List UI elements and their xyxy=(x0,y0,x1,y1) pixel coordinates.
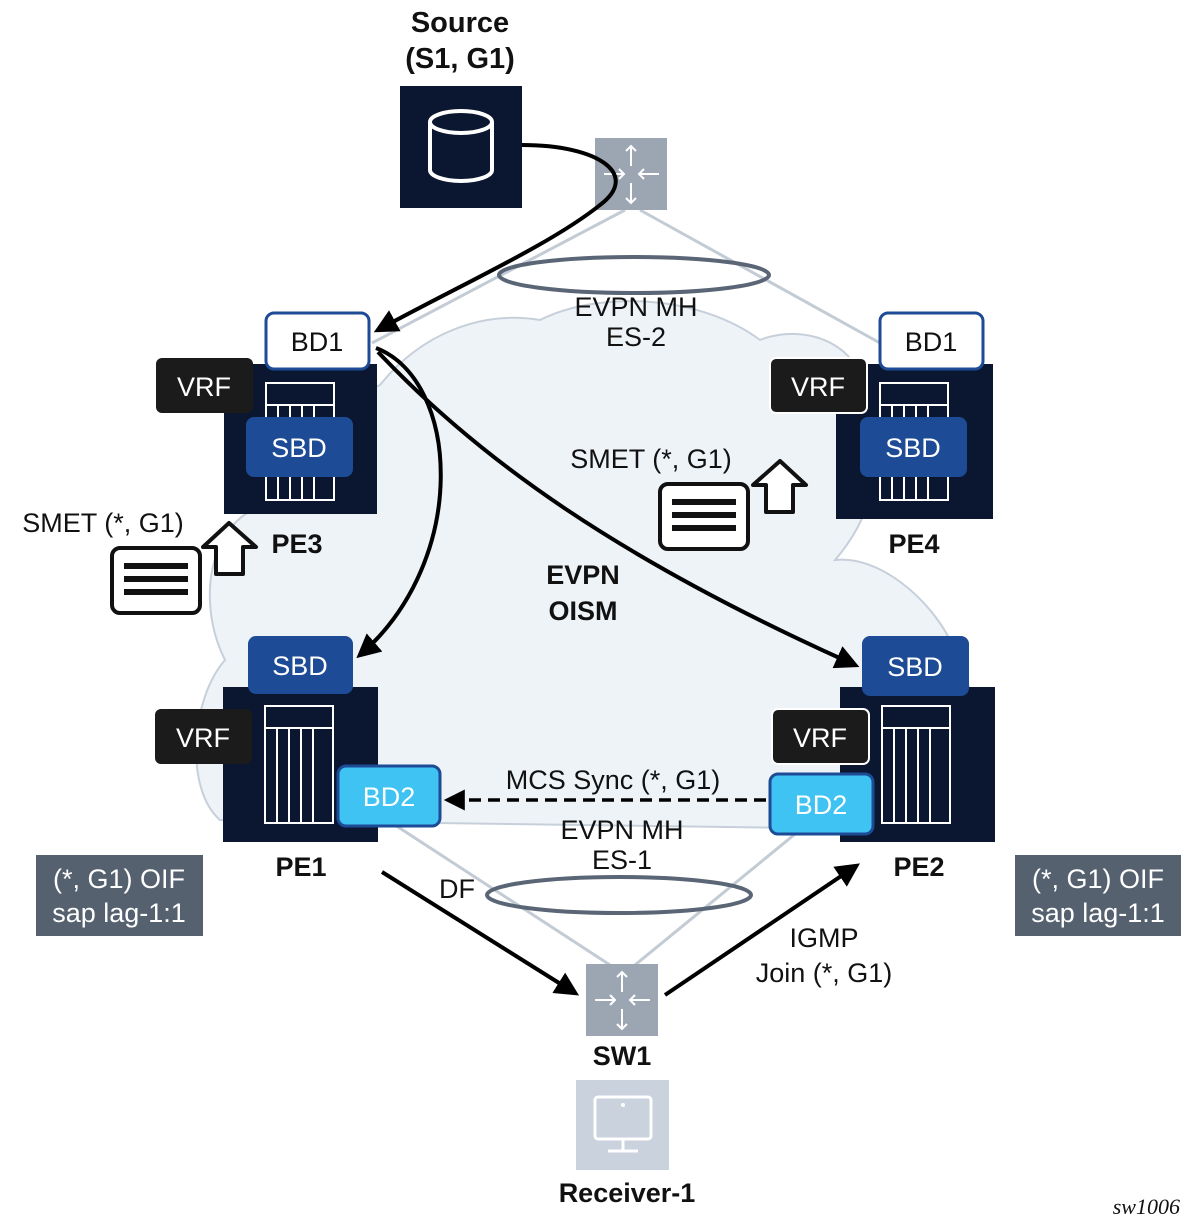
df-arrow xyxy=(380,870,580,996)
pe3-vrf-label: VRF xyxy=(177,372,231,402)
pe1-bd2 xyxy=(336,764,442,828)
flow-arrows xyxy=(356,143,860,997)
pe3-bd1 xyxy=(264,311,371,371)
igmp-label-line2: Join (*, G1) xyxy=(756,958,893,988)
pe4-bd1 xyxy=(878,311,985,371)
smet-left-message-icon xyxy=(110,546,202,615)
pe1-bd2-label: BD2 xyxy=(363,782,416,812)
es1-ellipse xyxy=(485,875,753,915)
pe1-name: PE1 xyxy=(275,852,326,882)
source-flow: (S1, G1) xyxy=(405,43,515,75)
oif-left-line2: sap lag-1:1 xyxy=(52,898,186,928)
oif-right-box xyxy=(1015,855,1181,936)
pe2-bd2-label: BD2 xyxy=(795,790,848,820)
mcs-sync-label: MCS Sync (*, G1) xyxy=(506,765,721,795)
es2-label-line1: EVPN MH xyxy=(574,292,697,322)
df-label: DF xyxy=(439,874,475,904)
source-title: Source xyxy=(411,7,509,39)
smet-right-message-icon xyxy=(658,482,750,551)
monitor-icon xyxy=(593,1095,653,1153)
source-box xyxy=(400,86,522,208)
source-to-pe3-arrow xyxy=(373,143,618,333)
es2-ellipse xyxy=(497,255,771,295)
smet-left-label: SMET (*, G1) xyxy=(22,508,184,538)
pe3-bd1-label: BD1 xyxy=(291,327,344,357)
pe3-name: PE3 xyxy=(271,529,322,559)
oif-right-line1: (*, G1) OIF xyxy=(1032,864,1164,894)
receiver-box xyxy=(576,1080,669,1170)
pe1-vrf-label: VRF xyxy=(176,723,230,753)
pe4-vrf xyxy=(769,357,868,414)
database-icon xyxy=(428,109,494,183)
pe2-bd2 xyxy=(768,772,875,836)
pe1-sbd-label: SBD xyxy=(272,651,328,681)
pe1-sbd xyxy=(248,636,353,694)
es2-label-line2: ES-2 xyxy=(606,322,666,352)
pe4-vrf-label: VRF xyxy=(791,372,845,402)
receiver-name: Receiver-1 xyxy=(559,1178,696,1208)
sw1-switch-icon xyxy=(595,970,650,1031)
pe1-vrf xyxy=(155,709,252,764)
sw1-name: SW1 xyxy=(593,1041,652,1071)
oif-left-line1: (*, G1) OIF xyxy=(53,864,185,894)
smet-right-label: SMET (*, G1) xyxy=(570,444,732,474)
pe2-sbd xyxy=(862,636,969,696)
pe3-to-pe1-arrow xyxy=(356,346,443,659)
oif-right-line2: sap lag-1:1 xyxy=(1031,898,1165,928)
pe3-sbd xyxy=(246,417,353,477)
oif-left-box xyxy=(36,855,203,936)
pe4-name: PE4 xyxy=(888,529,939,559)
cloud-label-line2: OISM xyxy=(548,596,617,626)
pe1-server-icon xyxy=(264,705,334,824)
smet-left-up-arrow-icon xyxy=(201,521,258,576)
es1-label-line2: ES-1 xyxy=(592,845,652,875)
igmp-join-arrow xyxy=(663,863,860,997)
es1-label-line1: EVPN MH xyxy=(560,815,683,845)
pe2-name: PE2 xyxy=(893,852,944,882)
pe3-to-pe2-arrow xyxy=(376,350,860,669)
pe3-sbd-label: SBD xyxy=(271,433,327,463)
pe2-vrf-label: VRF xyxy=(793,723,847,753)
smet-right-up-arrow-icon xyxy=(751,459,808,514)
evpn-cloud xyxy=(195,300,977,832)
pe4-bd1-label: BD1 xyxy=(905,327,958,357)
pe3-vrf xyxy=(156,358,253,413)
pe2-vrf xyxy=(771,708,870,765)
cloud-label-line1: EVPN xyxy=(546,560,620,590)
pe4-sbd xyxy=(860,417,967,477)
igmp-label-line1: IGMP xyxy=(789,923,858,953)
pe4-sbd-label: SBD xyxy=(885,433,941,463)
pe2-sbd-label: SBD xyxy=(887,652,943,682)
figure-id: sw1006 xyxy=(1113,1194,1180,1219)
monitor-dot xyxy=(621,1103,625,1107)
pe2-server-icon xyxy=(881,705,951,824)
